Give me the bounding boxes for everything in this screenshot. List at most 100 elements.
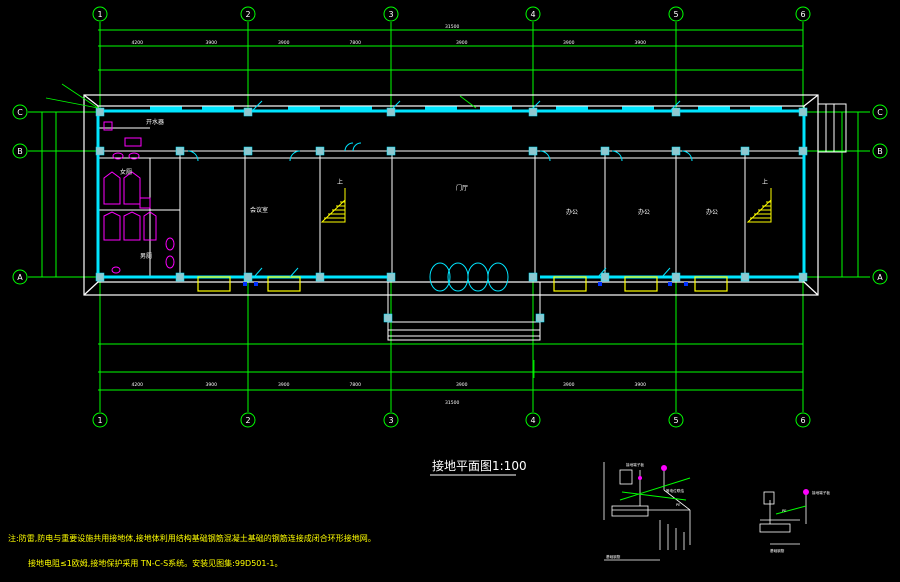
top-dim-0: 4200 — [132, 40, 144, 46]
grid-axis-lines — [99, 22, 804, 412]
bottom-dim-3: 7800 — [350, 382, 362, 388]
column — [528, 272, 538, 282]
bottom-dim-2: 3900 — [278, 382, 290, 388]
svg-text:1: 1 — [97, 10, 102, 19]
bottom-dim-6: 3900 — [635, 382, 647, 388]
right-entrance-steps — [817, 103, 847, 153]
column — [535, 313, 545, 323]
front-porch — [387, 281, 541, 341]
detail2-label-0: 接地端子板 — [812, 490, 830, 495]
door-swings — [187, 100, 693, 292]
axis-bubble-bottom-2: 2 — [240, 412, 256, 428]
column — [671, 146, 681, 156]
note-line-2: 接地电阻≤1欧姆,接地保护采用 TN-C-S系统。安装见图集:99D501-1。 — [28, 558, 282, 568]
axis-bubble-top-1: 1 — [92, 6, 108, 22]
svg-text:5: 5 — [673, 10, 678, 19]
room-storage: 开水器 — [146, 118, 164, 126]
column — [798, 107, 808, 117]
top-dim-2: 3900 — [278, 40, 290, 46]
top-dim-4: 3900 — [456, 40, 468, 46]
column — [386, 146, 396, 156]
svg-text:3: 3 — [388, 416, 393, 425]
detail1-label-2: PE — [676, 503, 681, 507]
detail1-label-0: 接地端子板 — [626, 462, 644, 467]
column — [386, 107, 396, 117]
stair-left — [320, 188, 346, 223]
svg-text:6: 6 — [800, 10, 805, 19]
column — [671, 272, 681, 282]
axis-bubble-right-C: C — [872, 104, 888, 120]
bottom-dim-4: 3900 — [456, 382, 468, 388]
column — [315, 272, 325, 282]
column — [671, 107, 681, 117]
column — [386, 272, 396, 282]
axis-bubble-top-6: 6 — [795, 6, 811, 22]
detail1-label-3: 基础钢筋 — [606, 554, 621, 559]
room-hall: 门厅 — [456, 184, 468, 192]
total-dim-top: 31500 — [445, 24, 459, 30]
axis-bubble-right-B: B — [872, 143, 888, 159]
column — [315, 146, 325, 156]
axis-bubble-bottom-4: 4 — [525, 412, 541, 428]
column — [600, 272, 610, 282]
svg-text:4: 4 — [530, 10, 535, 19]
column — [95, 272, 105, 282]
svg-text:B: B — [877, 147, 883, 156]
grounding-detail-2: 接地端子板 PE 基础钢筋 — [759, 489, 830, 553]
svg-text:B: B — [17, 147, 23, 156]
stair-label-2: 上 — [762, 178, 768, 186]
svg-text:C: C — [877, 108, 883, 117]
axis-bubble-bottom-1: 1 — [92, 412, 108, 428]
bottom-dim-5: 3900 — [563, 382, 575, 388]
column — [175, 146, 185, 156]
column — [528, 107, 538, 117]
room-office-1: 办公 — [566, 208, 578, 216]
svg-text:C: C — [17, 108, 23, 117]
axis-bubble-bottom-3: 3 — [383, 412, 399, 428]
bottom-dim-1: 3900 — [206, 382, 218, 388]
columns — [95, 107, 808, 323]
column — [740, 146, 750, 156]
top-dim-6: 3900 — [635, 40, 647, 46]
column — [175, 272, 185, 282]
column — [740, 272, 750, 282]
svg-text:A: A — [17, 273, 23, 282]
svg-text:5: 5 — [673, 416, 678, 425]
svg-text:2: 2 — [245, 416, 250, 425]
column — [243, 107, 253, 117]
column — [243, 272, 253, 282]
column — [243, 146, 253, 156]
svg-text:3: 3 — [388, 10, 393, 19]
note-line-1: 注:防雷,防电与重要设施共用接地体,接地体利用结构基础钢筋混凝土基础的钢筋连接成… — [8, 533, 376, 543]
grounding-ring — [96, 109, 806, 279]
drawing-title: 接地平面图1:100 — [432, 458, 527, 473]
column — [798, 146, 808, 156]
column — [600, 146, 610, 156]
svg-text:2: 2 — [245, 10, 250, 19]
axis-bubble-bottom-6: 6 — [795, 412, 811, 428]
top-dimension-lines — [98, 29, 803, 391]
column — [383, 313, 393, 323]
grounding-detail-1: 接地端子板 等电位联结 PE 基础钢筋 — [603, 462, 691, 561]
top-dim-3: 7800 — [350, 40, 362, 46]
axis-bubble-left-B: B — [12, 143, 28, 159]
detail2-label-2: PE — [782, 509, 787, 513]
building-outline — [83, 94, 819, 296]
svg-text:4: 4 — [530, 416, 535, 425]
column — [95, 107, 105, 117]
room-meeting: 会议室 — [250, 206, 268, 214]
dimension-texts: 4200 3900 3900 7800 3900 3900 3900 4200 3900 3900… — [132, 24, 647, 406]
svg-text:1: 1 — [97, 416, 102, 425]
column — [798, 272, 808, 282]
room-male-wc: 男厕 — [140, 253, 152, 260]
toilet-fixtures — [103, 121, 175, 274]
axis-bubble-top-4: 4 — [525, 6, 541, 22]
ground-terminals — [243, 282, 688, 286]
column — [95, 146, 105, 156]
axis-bubble-top-5: 5 — [668, 6, 684, 22]
top-dim-5: 3900 — [563, 40, 575, 46]
leader-lines — [45, 83, 535, 378]
bottom-dim-0: 4200 — [132, 382, 144, 388]
